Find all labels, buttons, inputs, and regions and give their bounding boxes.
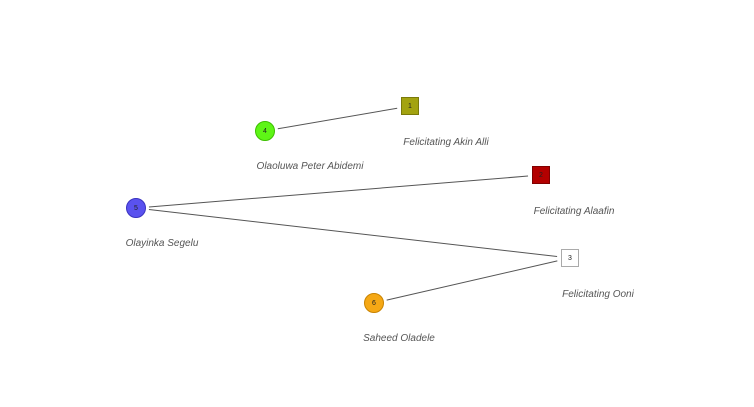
node-square[interactable]: [401, 97, 419, 115]
node-name-label: Felicitating Ooni: [562, 289, 634, 300]
node-name-label: Olaoluwa Peter Abidemi: [257, 161, 365, 172]
node-id-label: 4: [263, 128, 267, 135]
node-circle[interactable]: [255, 121, 275, 141]
node-square[interactable]: [561, 249, 579, 267]
node-name-label: Felicitating Akin Alli: [403, 137, 489, 148]
edge-4-1: [277, 107, 398, 130]
edge-5-2: [148, 175, 529, 208]
edge-6-3: [386, 260, 558, 301]
node-id-label: 3: [568, 255, 572, 262]
node-square[interactable]: [532, 166, 550, 184]
node-name-label: Felicitating Alaafin: [534, 206, 615, 217]
node-circle[interactable]: [126, 198, 146, 218]
edge-5-3: [148, 208, 558, 258]
node-id-label: 5: [134, 205, 138, 212]
node-id-label: 1: [408, 103, 412, 110]
node-circle[interactable]: [364, 293, 384, 313]
edges-layer: [148, 107, 558, 301]
node-id-label: 6: [372, 300, 376, 307]
node-name-label: Olayinka Segelu: [126, 238, 199, 249]
node-name-label: Saheed Oladele: [363, 333, 435, 344]
node-id-label: 2: [539, 172, 543, 179]
